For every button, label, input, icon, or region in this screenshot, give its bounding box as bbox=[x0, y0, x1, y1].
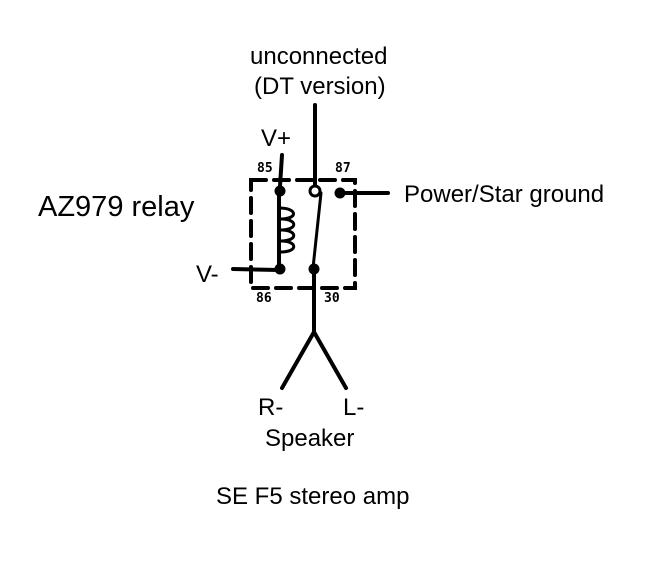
speaker-label: Speaker bbox=[265, 425, 355, 452]
terminal-85-dot bbox=[274, 185, 286, 197]
speaker-l-minus-label: L- bbox=[343, 394, 365, 421]
vplus-label: V+ bbox=[261, 125, 292, 152]
dt-version-label: (DT version) bbox=[254, 73, 386, 100]
speaker-r-minus-label: R- bbox=[258, 394, 284, 421]
relay-housing-outline bbox=[249, 178, 357, 290]
relay-coil-winding bbox=[277, 206, 296, 254]
terminal-86-dot bbox=[274, 263, 286, 275]
terminal-87a-open-contact bbox=[308, 184, 322, 198]
unconnected-label: unconnected bbox=[250, 43, 388, 70]
vplus-wire bbox=[278, 153, 284, 188]
vminus-label: V- bbox=[196, 261, 219, 288]
pin-30-label: 30 bbox=[324, 291, 340, 306]
speaker-r-minus-wire bbox=[280, 330, 316, 390]
terminal-30-dot bbox=[308, 263, 320, 275]
speaker-l-minus-wire bbox=[312, 330, 348, 390]
switch-arm bbox=[311, 191, 323, 270]
pin-86-label: 86 bbox=[256, 291, 272, 306]
terminal-87-dot bbox=[334, 187, 346, 199]
pin-87-label: 87 bbox=[335, 161, 351, 176]
amp-label: SE F5 stereo amp bbox=[216, 483, 410, 510]
pin-85-label: 85 bbox=[257, 161, 273, 176]
relay-title: AZ979 relay bbox=[38, 191, 195, 223]
power-star-ground-label: Power/Star ground bbox=[404, 181, 605, 208]
vminus-wire bbox=[231, 267, 280, 272]
